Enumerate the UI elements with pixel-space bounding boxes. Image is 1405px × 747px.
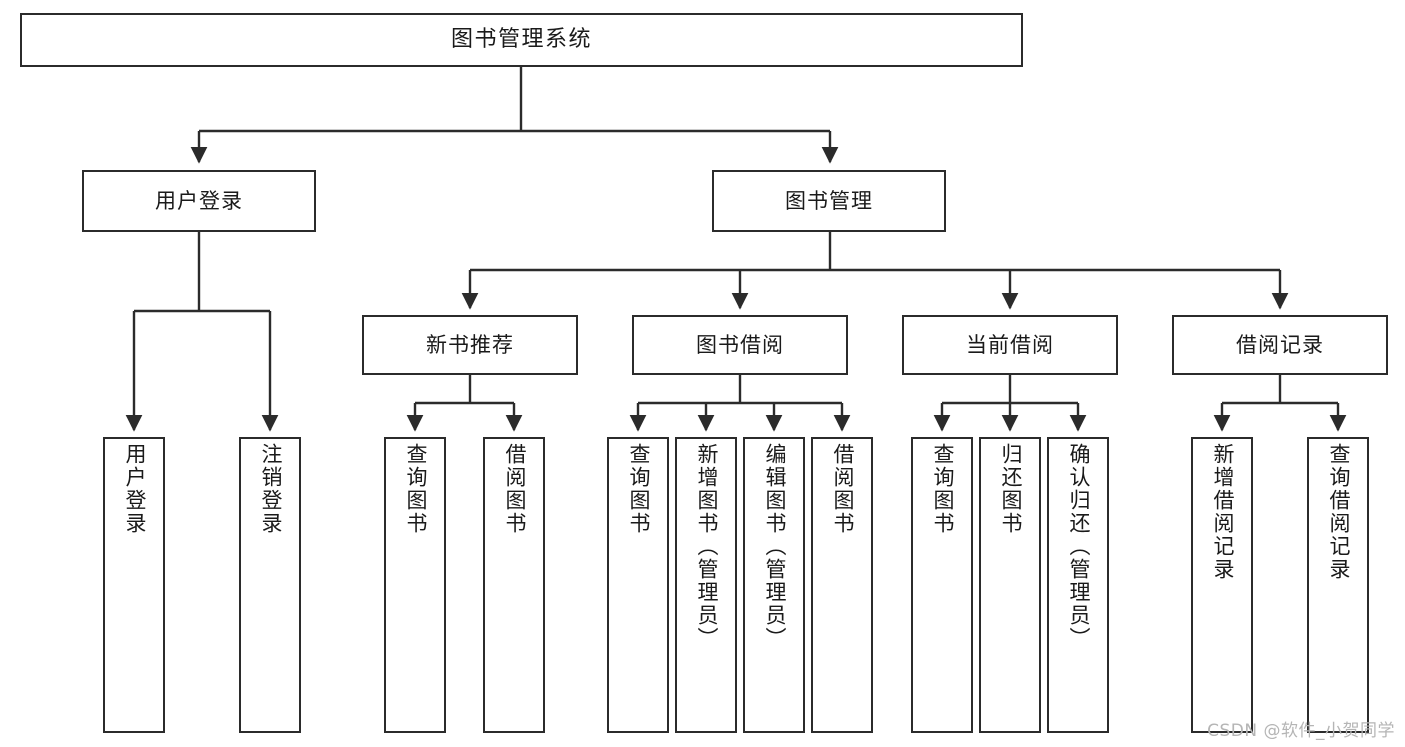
node-label: 借阅记录: [1236, 332, 1324, 357]
node-label: 图书借阅: [696, 332, 784, 357]
node-leaf-query-book-borrow[interactable]: 查询图书: [607, 437, 669, 733]
node-leaf-add-book[interactable]: 新增图书（管理员）: [675, 437, 737, 733]
node-label: 用户登录: [122, 443, 147, 535]
node-leaf-user-login[interactable]: 用户登录: [103, 437, 165, 733]
node-label: 借阅图书: [502, 443, 527, 535]
node-label: 当前借阅: [966, 332, 1054, 357]
node-label: 用户登录: [155, 188, 243, 213]
node-leaf-logout[interactable]: 注销登录: [239, 437, 301, 733]
node-label: 确认归还（管理员）: [1066, 443, 1091, 650]
node-new-book-recommend[interactable]: 新书推荐: [362, 315, 578, 375]
node-leaf-query-book-current[interactable]: 查询图书: [911, 437, 973, 733]
node-leaf-borrow-book[interactable]: 借阅图书: [811, 437, 873, 733]
node-label: 新书推荐: [426, 332, 514, 357]
node-label: 归还图书: [998, 443, 1023, 535]
node-leaf-borrow-book-recommend[interactable]: 借阅图书: [483, 437, 545, 733]
node-label: 新增图书（管理员）: [694, 443, 719, 650]
node-book-manage[interactable]: 图书管理: [712, 170, 946, 232]
node-borrow-record[interactable]: 借阅记录: [1172, 315, 1388, 375]
node-label: 图书管理系统: [450, 27, 592, 53]
node-root-system[interactable]: 图书管理系统: [20, 13, 1023, 67]
node-user-login[interactable]: 用户登录: [82, 170, 316, 232]
node-leaf-add-borrow-record[interactable]: 新增借阅记录: [1191, 437, 1253, 733]
node-leaf-edit-book[interactable]: 编辑图书（管理员）: [743, 437, 805, 733]
node-label: 注销登录: [258, 443, 283, 535]
node-label: 借阅图书: [830, 443, 855, 535]
watermark-text: CSDN @软件_小贺同学: [1207, 721, 1395, 741]
node-label: 查询图书: [930, 443, 955, 535]
node-label: 编辑图书（管理员）: [762, 443, 787, 650]
node-label: 查询图书: [403, 443, 428, 535]
node-leaf-query-book-recommend[interactable]: 查询图书: [384, 437, 446, 733]
node-leaf-confirm-return[interactable]: 确认归还（管理员）: [1047, 437, 1109, 733]
node-leaf-return-book[interactable]: 归还图书: [979, 437, 1041, 733]
node-label: 查询借阅记录: [1326, 443, 1351, 581]
node-label: 新增借阅记录: [1210, 443, 1235, 581]
node-leaf-query-borrow-record[interactable]: 查询借阅记录: [1307, 437, 1369, 733]
node-label: 查询图书: [626, 443, 651, 535]
node-book-borrow[interactable]: 图书借阅: [632, 315, 848, 375]
node-current-borrow[interactable]: 当前借阅: [902, 315, 1118, 375]
node-label: 图书管理: [785, 188, 873, 213]
